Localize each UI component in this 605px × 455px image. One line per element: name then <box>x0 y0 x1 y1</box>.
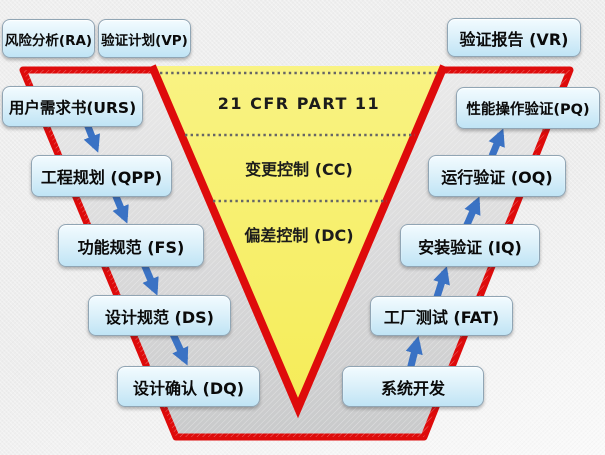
arrow-down-urs-to-qpp-icon <box>83 122 101 153</box>
node-validation-report-vr: 验证报告 (VR) <box>447 18 581 57</box>
arrow-up-oq-to-pq-icon <box>488 128 505 158</box>
node-factory-test-fat: 工厂测试 (FAT) <box>370 296 513 336</box>
arrow-up-dev-to-fat-icon <box>405 336 423 371</box>
node-project-plan-qpp: 工程规划 (QPP) <box>31 155 172 197</box>
node-functional-spec-fs: 功能规范 (FS) <box>58 224 204 267</box>
node-system-development: 系统开发 <box>342 366 484 407</box>
node-operational-qualification-oq: 运行验证 (OQ) <box>428 155 566 197</box>
funnel-triangle <box>152 66 444 408</box>
node-installation-qualification-iq: 安装验证 (IQ) <box>400 224 540 267</box>
arrow-down-fs-to-ds-icon <box>140 262 159 296</box>
node-validation-plan-vp: 验证计划(VP) <box>98 19 191 58</box>
funnel-label-deviation-control: 偏差控制 (DC) <box>244 226 354 245</box>
node-design-qualification-dq: 设计确认 (DQ) <box>117 366 260 407</box>
funnel-triangle-border <box>148 64 448 419</box>
arrow-up-iq-to-oq-icon <box>462 196 481 229</box>
funnel-label-change-control: 变更控制 (CC) <box>245 160 353 179</box>
funnel-label-21-cfr-part-11: 21 CFR PART 11 <box>217 94 381 113</box>
node-user-requirements-urs: 用户需求书(URS) <box>2 86 143 127</box>
arrow-down-qpp-to-fs-icon <box>111 192 129 224</box>
node-risk-analysis-ra: 风险分析(RA) <box>2 19 95 58</box>
node-performance-qualification-pq: 性能操作验证(PQ) <box>456 87 600 129</box>
arrow-down-ds-to-dq-icon <box>169 332 189 366</box>
arrow-up-fat-to-iq-icon <box>433 266 450 299</box>
node-design-spec-ds: 设计规范 (DS) <box>88 295 231 336</box>
